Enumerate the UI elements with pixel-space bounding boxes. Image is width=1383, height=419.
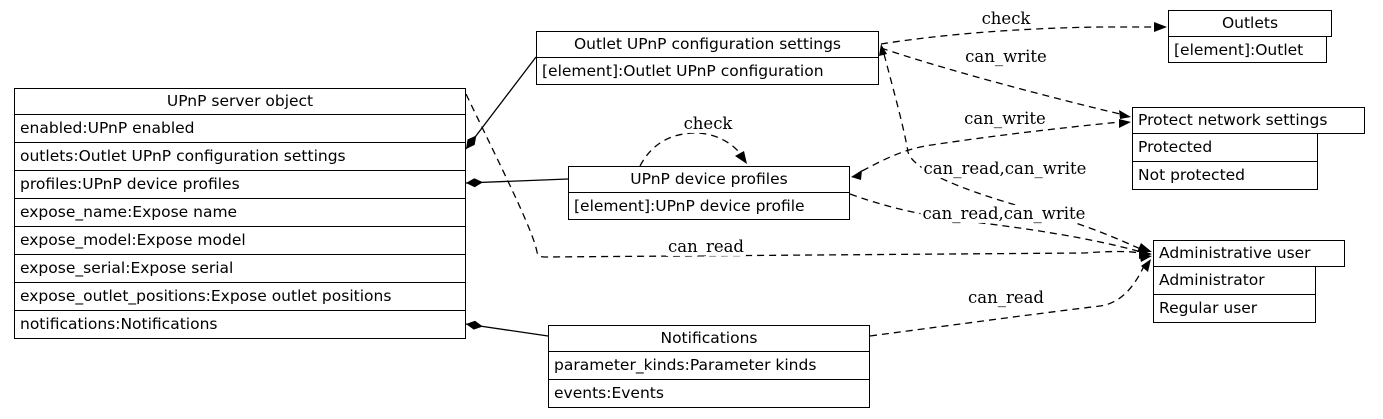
attr-expose-name: expose_name:Expose name bbox=[14, 198, 466, 227]
attr-events: events:Events bbox=[548, 379, 870, 408]
node-title: UPnP device profiles bbox=[568, 166, 850, 193]
edge-check-profiles-self-loop bbox=[639, 132, 743, 167]
node-title: Notifications bbox=[548, 325, 870, 352]
edge-can-read-server-admin bbox=[465, 93, 1141, 258]
attr-outlets: outlets:Outlet UPnP configuration settin… bbox=[14, 142, 466, 171]
edge-can-read-notifications-admin bbox=[869, 265, 1145, 337]
attr-expose-model: expose_model:Expose model bbox=[14, 226, 466, 255]
value-administrator: Administrator bbox=[1153, 266, 1316, 295]
attr-enabled: enabled:UPnP enabled bbox=[14, 114, 466, 143]
arrow-into-protect-2 bbox=[1119, 119, 1131, 128]
diamond-profiles bbox=[466, 178, 483, 188]
dependency-edges bbox=[465, 26, 1154, 337]
arrow-into-outlet-config bbox=[879, 44, 887, 56]
node-title: Protect network settings bbox=[1132, 107, 1365, 134]
composition-edges bbox=[465, 56, 569, 337]
edge-label-can-write-2: can_write bbox=[962, 108, 1048, 129]
diamond-outlets bbox=[466, 135, 477, 149]
edge-label-check-outlets: check bbox=[979, 8, 1033, 29]
edge-outlets-composition bbox=[465, 56, 537, 150]
node-title: Outlets bbox=[1168, 10, 1332, 37]
node-administrative-user: Administrative user Administrator Regula… bbox=[1153, 240, 1345, 323]
value-regular-user: Regular user bbox=[1153, 294, 1316, 323]
arrow-self-loop bbox=[735, 151, 747, 164]
attr-parameter-kinds: parameter_kinds:Parameter kinds bbox=[548, 351, 870, 380]
edge-label-can-read-2: can_read bbox=[965, 287, 1047, 308]
node-upnp-device-profiles: UPnP device profiles [element]:UPnP devi… bbox=[568, 166, 850, 220]
arrowheads bbox=[735, 22, 1167, 272]
attr-profiles: profiles:UPnP device profiles bbox=[14, 170, 466, 199]
node-protect-network-settings: Protect network settings Protected Not p… bbox=[1132, 107, 1365, 190]
edge-label-can-read-write-1: can_read,can_write bbox=[921, 158, 1089, 179]
edge-label-can-read-1: can_read bbox=[665, 236, 747, 257]
attr-element: [element]:UPnP device profile bbox=[568, 192, 850, 220]
edge-can-write-profiles-to-protect bbox=[861, 121, 1121, 172]
diamond-notifications bbox=[466, 320, 483, 330]
arrow-into-protect-1 bbox=[1119, 110, 1131, 119]
node-title: Administrative user bbox=[1153, 240, 1345, 267]
attr-element: [element]:Outlet bbox=[1168, 36, 1327, 63]
node-upnp-server-object: UPnP server object enabled:UPnP enabled … bbox=[14, 88, 466, 339]
edge-label-can-read-write-2: can_read,can_write bbox=[920, 203, 1088, 224]
arrow-into-admin-4 bbox=[1141, 259, 1151, 272]
edge-label-can-write-1: can_write bbox=[963, 46, 1049, 67]
value-not-protected: Not protected bbox=[1132, 161, 1318, 190]
attr-expose-serial: expose_serial:Expose serial bbox=[14, 254, 466, 283]
attr-expose-outlet-positions: expose_outlet_positions:Expose outlet po… bbox=[14, 282, 466, 311]
value-protected: Protected bbox=[1132, 133, 1318, 162]
node-title: UPnP server object bbox=[14, 88, 466, 115]
edge-can-read-write-ocfg-admin bbox=[883, 53, 1144, 251]
node-outlet-upnp-configuration-settings: Outlet UPnP configuration settings [elem… bbox=[536, 31, 879, 85]
node-title: Outlet UPnP configuration settings bbox=[536, 31, 879, 58]
arrow-into-profiles bbox=[851, 170, 862, 180]
edge-can-write-ocfg-to-protect bbox=[880, 47, 1121, 115]
attr-notifications: notifications:Notifications bbox=[14, 310, 466, 339]
composition-diamonds bbox=[466, 135, 483, 330]
edge-label-check-profiles: check bbox=[681, 113, 735, 134]
arrow-into-outlets bbox=[1154, 22, 1167, 32]
arrow-into-admin-3 bbox=[1139, 253, 1152, 262]
attr-element: [element]:Outlet UPnP configuration bbox=[536, 57, 879, 85]
edge-check-to-outlets bbox=[880, 26, 1154, 45]
node-notifications: Notifications parameter_kinds:Parameter … bbox=[548, 325, 870, 408]
node-outlets: Outlets [element]:Outlet bbox=[1168, 10, 1332, 63]
edge-profiles-composition bbox=[465, 178, 569, 184]
arrow-into-admin-2 bbox=[1137, 243, 1152, 252]
